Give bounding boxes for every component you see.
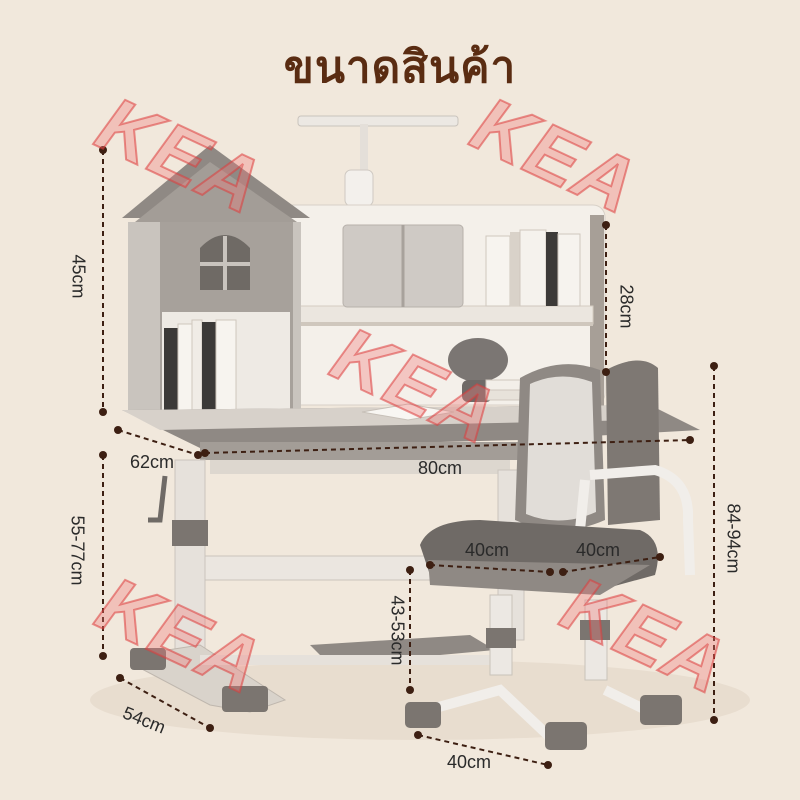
seat-height-label: 43-53cm [387,595,408,666]
hutch-height-label: 45cm [68,254,89,299]
dimension-lines [99,146,718,769]
seat-width-label: 40cm [465,540,510,560]
desk-depth-label: 62cm [130,452,175,472]
chair [405,360,695,750]
seat-depth-label: 40cm [576,540,621,560]
house-bookshelf [122,145,310,413]
desk-width-label: 80cm [418,458,463,478]
shelf-height-label: 28cm [616,284,637,329]
chair-base-label: 40cm [447,752,492,772]
page-title: ขนาดสินค้า [283,42,517,93]
desk-lamp [297,115,459,207]
desk-hutch [264,204,606,410]
chair-height-label: 84-94cm [723,503,744,574]
desk-height-label: 55-77cm [67,515,88,586]
